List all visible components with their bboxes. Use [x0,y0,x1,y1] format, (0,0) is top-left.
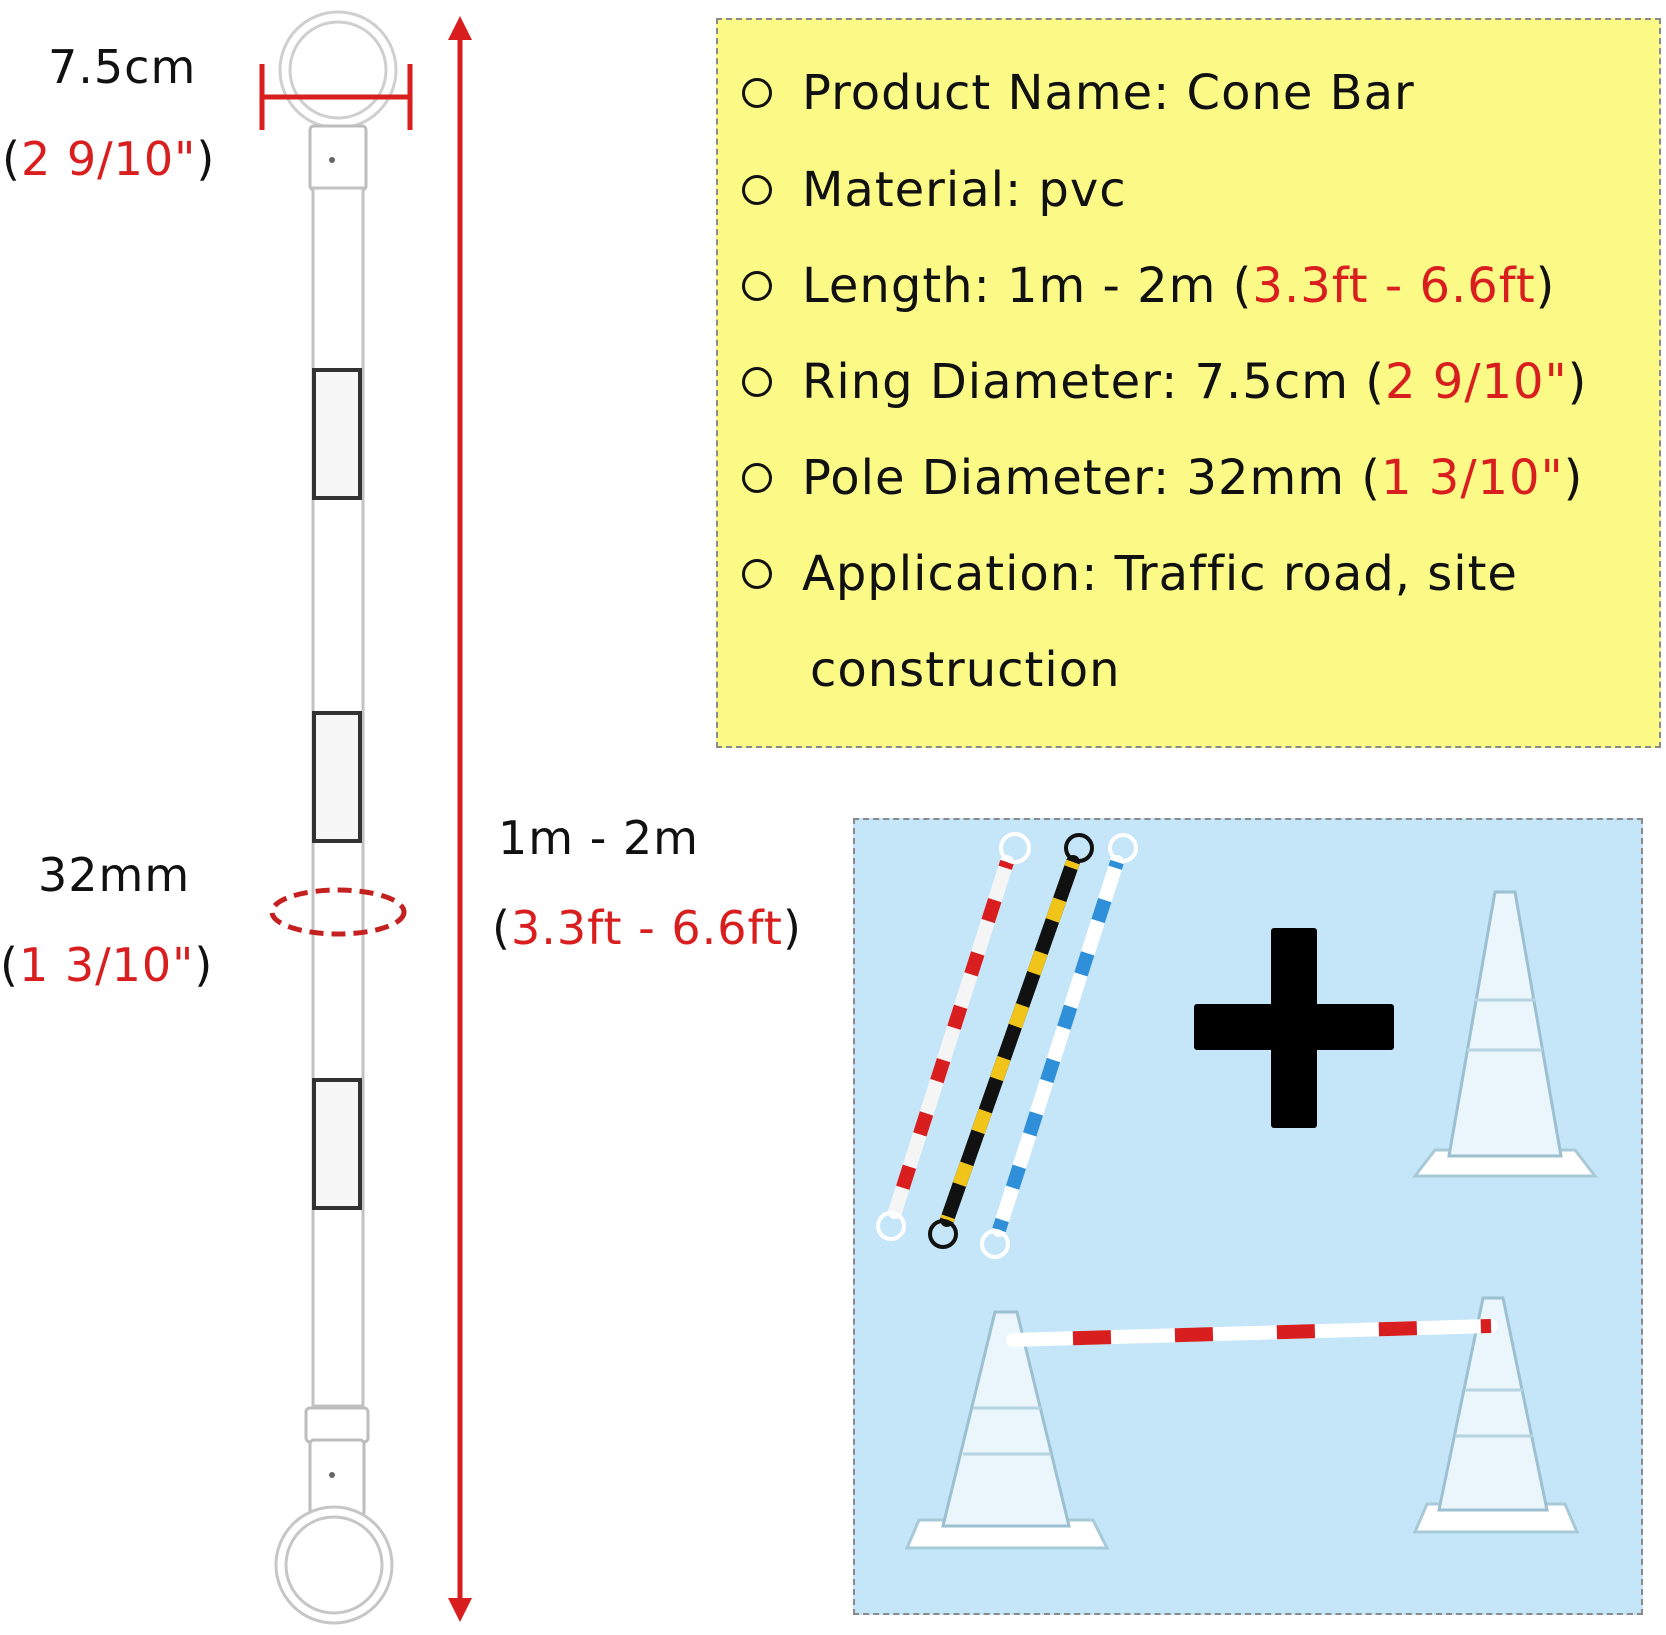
traffic-cone [1411,890,1599,1178]
spec-item: Ring Diameter: 7.5cm (2 9/10") [742,354,1587,410]
top-connector [308,124,368,192]
cone-left [904,1310,1110,1550]
spec-item: Material: pvc [742,162,1127,218]
bullet-icon [742,367,772,397]
spec-item: Length: 1m - 2m (3.3ft - 6.6ft) [742,258,1555,314]
cone-right [1412,1296,1580,1534]
spec-list: Product Name: Cone Bar Material: pvc Len… [716,18,1661,748]
spec-item: Pole Diameter: 32mm (1 3/10") [742,450,1583,506]
black-yellow-bar [928,833,1094,1249]
plus-icon [1194,928,1394,1128]
spec-item: Product Name: Cone Bar [742,65,1415,121]
reflective-band [312,711,362,843]
length-imperial: (3.3ft - 6.6ft) [492,901,802,955]
bullet-icon [742,175,772,205]
spec-item-continuation: construction [810,642,1121,698]
pole-diameter-marker [269,887,407,937]
bottom-ring [274,1505,394,1625]
reflective-band [312,368,362,500]
length-metric: 1m - 2m [498,811,699,865]
bottom-connector [304,1406,370,1444]
bullet-icon [742,463,772,493]
pole-diameter-metric: 32mm [38,848,191,902]
reflective-band [312,1078,362,1210]
usage-illustration [853,818,1643,1615]
usage-drawing [876,832,1599,1550]
horizontal-cone-bar [1006,1319,1498,1347]
red-white-bar [876,832,1031,1241]
bullet-icon [742,271,772,301]
ring-diameter-metric: 7.5cm [48,40,197,94]
cone-bar-illustration [259,10,472,1625]
ring-diameter-imperial: (2 9/10") [2,132,216,186]
pole-diameter-imperial: (1 3/10") [0,938,214,992]
length-arrow [448,16,472,1622]
top-ring [278,10,398,130]
spec-item: Application: Traffic road, site [742,546,1518,602]
blue-white-bar [980,833,1138,1259]
bullet-icon [742,78,772,108]
bullet-icon [742,559,772,589]
ring-width-dimension [259,64,413,130]
